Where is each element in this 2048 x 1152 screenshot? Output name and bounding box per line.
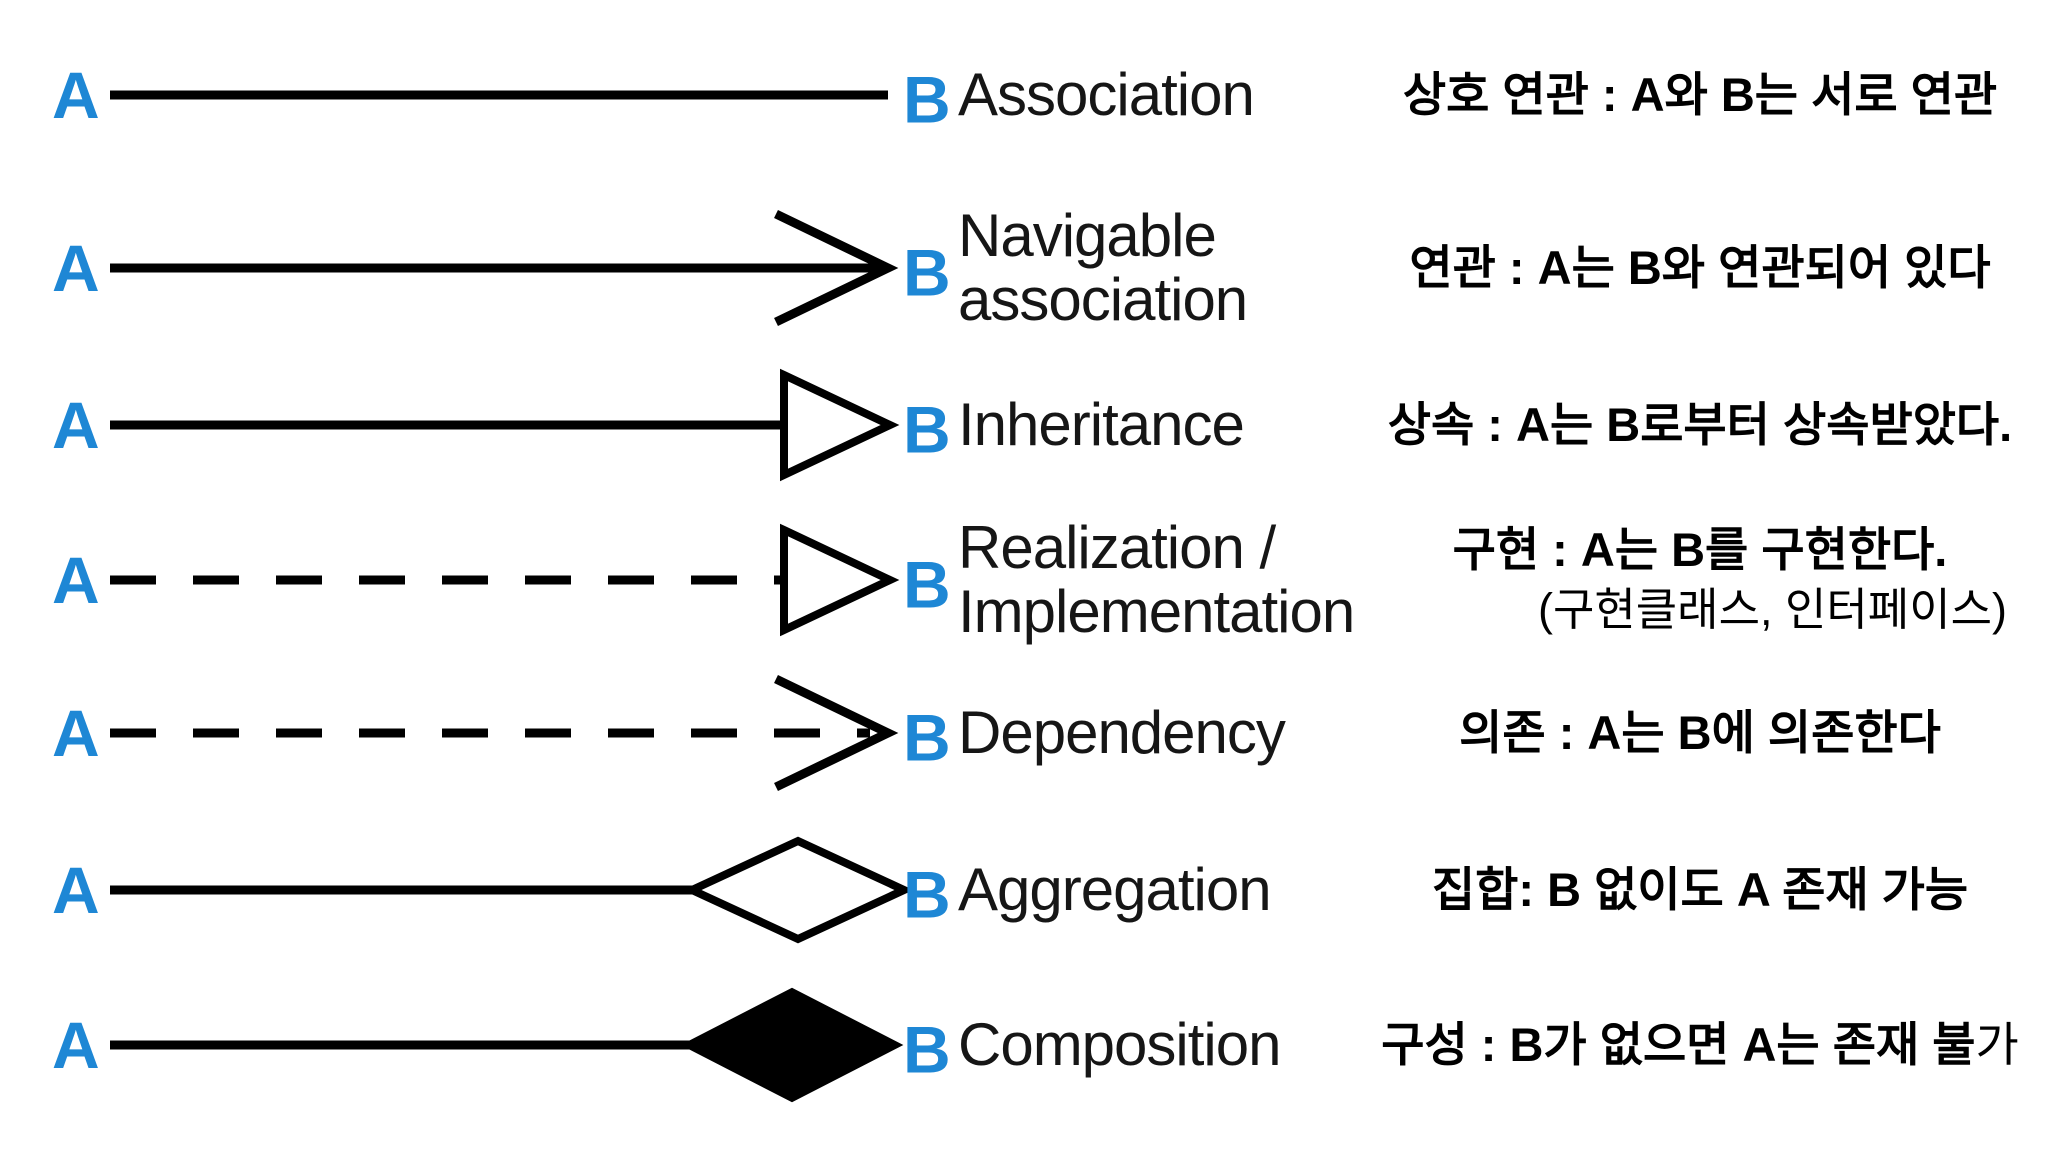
relation-name: Realization / Implementation: [958, 514, 1355, 645]
endpoint-b-label: B: [903, 857, 951, 932]
open-arrowhead-icon: [774, 674, 899, 792]
relation-name: Association: [958, 61, 1255, 128]
endpoint-a-label: A: [52, 1008, 100, 1082]
relation-name: Composition: [958, 1011, 1281, 1078]
filled-diamond-icon: [680, 987, 904, 1103]
legend-row-dependency: A B Dependency 의존 : A는 B에 의존한다: [0, 653, 2048, 813]
korean-description: 연관 : A는 B와 연관되어 있다: [1409, 241, 1991, 294]
legend-row-association: A B Association 상호 연관 : A와 B는 서로 연관: [0, 15, 2048, 175]
endpoint-a-label: A: [52, 58, 100, 132]
endpoint-b-label: B: [903, 700, 951, 775]
korean-description: 상호 연관 : A와 B는 서로 연관: [1402, 68, 1998, 121]
endpoint-b-label: B: [903, 392, 951, 467]
dependency-connector: [110, 674, 899, 792]
relation-name: Dependency: [958, 699, 1286, 766]
relation-name: Inheritance: [958, 391, 1245, 458]
legend-row-inheritance: A B Inheritance 상속 : A는 B로부터 상속받았다.: [0, 345, 2048, 505]
inheritance-connector: [110, 368, 900, 482]
hollow-triangle-arrowhead-icon: [780, 523, 900, 637]
legend-row-aggregation: A B Aggregation 집합: B 없이도 A 존재 가능: [0, 810, 2048, 970]
composition-connector: [110, 987, 904, 1103]
legend-row-navigable-association: A B Navigable association 연관 : A는 B와 연관되…: [0, 188, 2048, 348]
endpoint-a-label: A: [52, 388, 100, 462]
hollow-triangle-arrowhead-icon: [780, 368, 900, 482]
endpoint-a-label: A: [52, 853, 100, 927]
legend-row-realization-implementation: A B Realization / Implementation 구현 : A는…: [0, 500, 2048, 660]
endpoint-b-label: B: [903, 235, 951, 310]
realization-connector: [110, 523, 900, 637]
korean-description: 집합: B 없이도 A 존재 가능: [1431, 863, 1969, 916]
endpoint-a-label: A: [52, 231, 100, 305]
association-connector: [110, 90, 888, 100]
endpoint-b-label: B: [903, 1012, 951, 1087]
korean-description: 의존 : A는 B에 의존한다: [1459, 706, 1941, 759]
endpoint-a-label: A: [52, 696, 100, 770]
korean-description: 구성 : B가 없으면 A는 존재 불가: [1381, 1018, 2019, 1071]
hollow-diamond-icon: [682, 836, 910, 944]
open-arrowhead-icon: [774, 209, 899, 327]
endpoint-b-label: B: [903, 547, 951, 622]
aggregation-connector: [110, 836, 910, 944]
legend-row-composition: A B Composition 구성 : B가 없으면 A는 존재 불가: [0, 965, 2048, 1125]
navigable-association-connector: [110, 209, 899, 327]
korean-description: 구현 : A는 B를 구현한다. (구현클래스, 인터페이스): [1452, 523, 2007, 635]
relation-name: Aggregation: [958, 856, 1272, 923]
korean-description: 상속 : A는 B로부터 상속받았다.: [1387, 398, 2013, 451]
endpoint-a-label: A: [52, 543, 100, 617]
relation-name: Navigable association: [958, 202, 1248, 333]
endpoint-b-label: B: [903, 62, 951, 137]
